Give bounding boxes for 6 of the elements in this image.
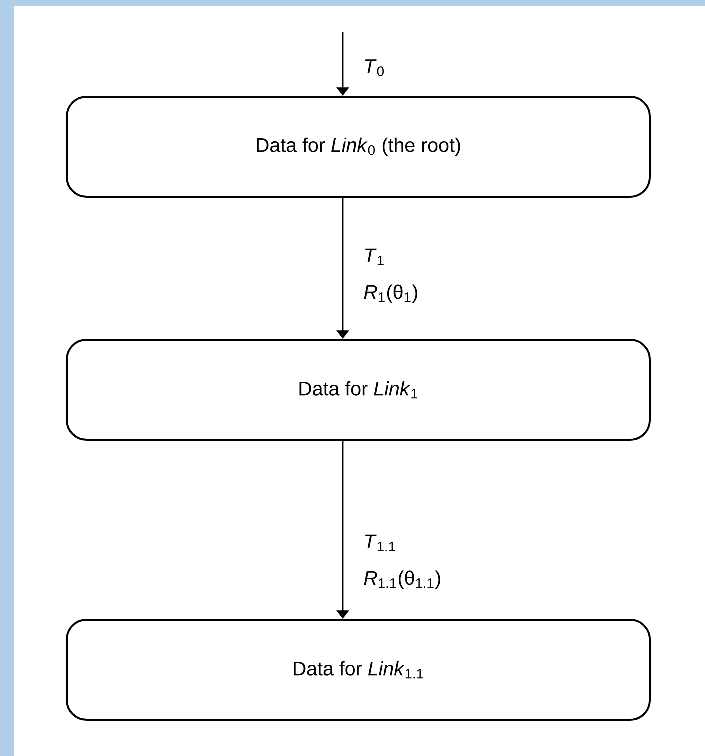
process-box: Data for Link$_{1}$	[66, 339, 651, 441]
edge-label: T$_{1}$ R$_{1}$(θ$_{1}$)	[364, 248, 418, 304]
process-box: Data for Link$_{0}$ (the root)	[66, 96, 651, 198]
edge-label: T$_{0}$	[365, 60, 384, 76]
process-box: Data for Link$_{1.1}$	[66, 619, 651, 721]
edge-label: T$_{1.1}$ R$_{1.1}$(θ$_{1.1}$)	[364, 534, 440, 590]
